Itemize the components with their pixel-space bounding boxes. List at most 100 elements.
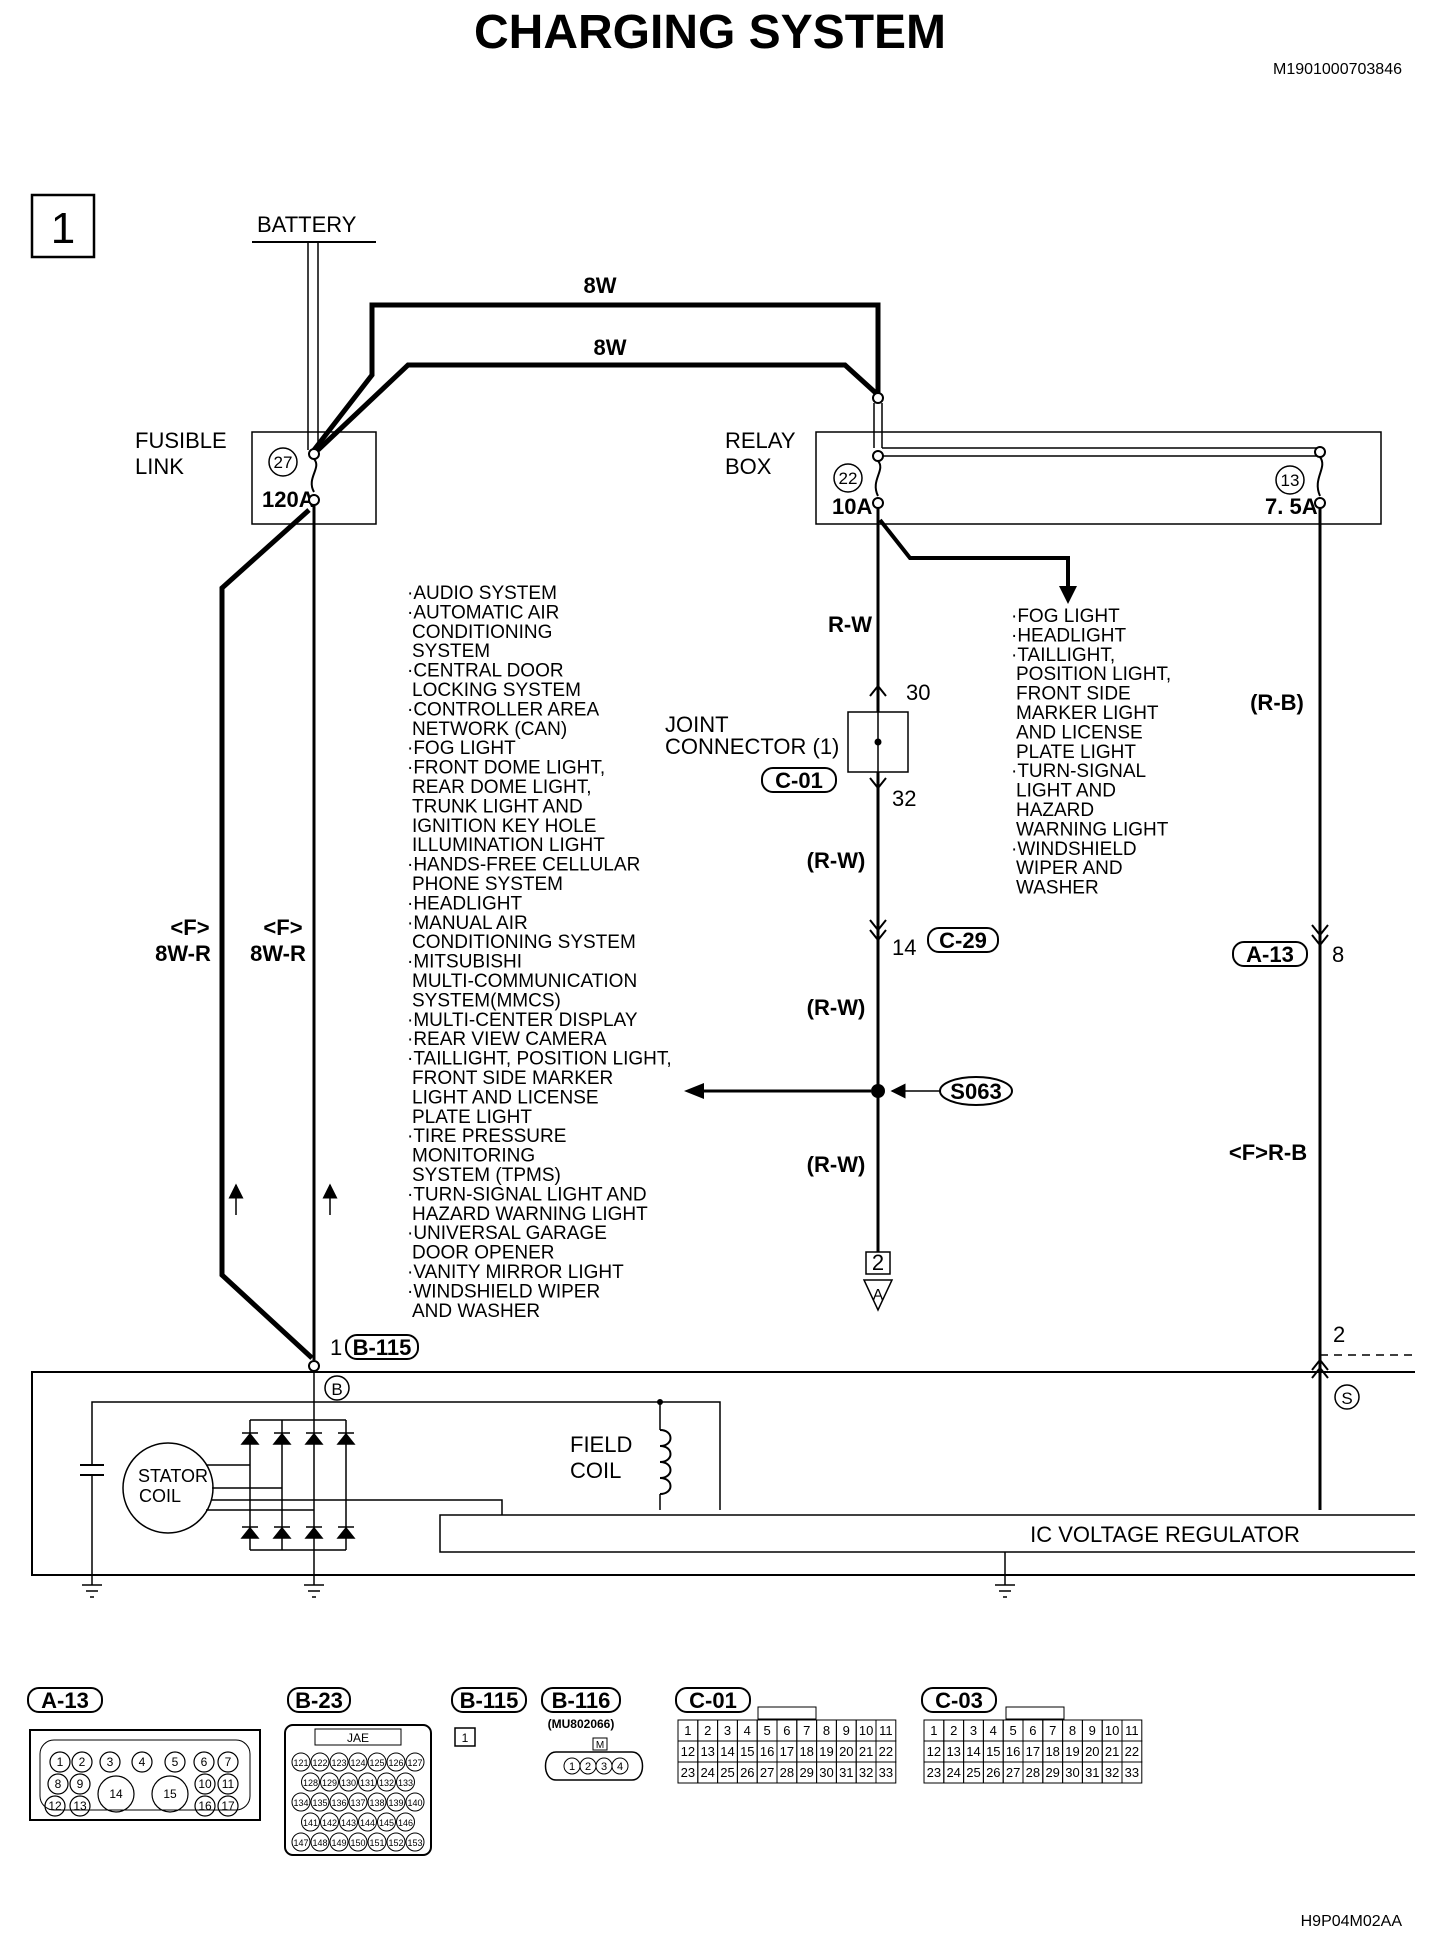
pin-30-label: 30 (906, 680, 930, 705)
fuse-27-number: 27 (274, 453, 293, 472)
pin-number: 8 (1069, 1723, 1076, 1738)
pin-number: 27 (760, 1765, 774, 1780)
pin-number: 124 (350, 1758, 365, 1768)
pin-number: 132 (379, 1778, 394, 1788)
pin-circle (310, 1752, 330, 1772)
connector-b23-face (284, 1724, 432, 1856)
pin-number: 12 (681, 1744, 695, 1759)
connector-b116-key-label: M (596, 1740, 604, 1751)
pin-circle (301, 1772, 320, 1792)
pin-number: 9 (1089, 1723, 1096, 1738)
pin-number: 30 (1065, 1765, 1079, 1780)
pin-circle (358, 1812, 377, 1832)
field-coil (659, 1429, 672, 1495)
pin-number: 8 (823, 1723, 830, 1738)
wire-8w-mid-label: 8W (594, 335, 627, 360)
pin-number: 4 (139, 1755, 146, 1769)
pin-number: 137 (350, 1798, 365, 1808)
alternator-outline (31, 1371, 1415, 1576)
fuse-22-element (874, 460, 882, 497)
pin-number: 5 (1009, 1723, 1016, 1738)
pin-circle (217, 1773, 239, 1795)
left-load-list-item: FRONT SIDE MARKER (412, 1068, 613, 1089)
wire-rw-top-label: R-W (828, 612, 872, 637)
left-load-list-item: ·HEADLIGHT (407, 893, 522, 914)
pin-number: 143 (341, 1818, 356, 1828)
page-number: 1 (51, 204, 75, 253)
pin-number: 13 (946, 1744, 960, 1759)
wire-relay-branch (878, 518, 1070, 588)
pin-circle (310, 1792, 330, 1812)
legend-c03-label: C-03 (935, 1688, 983, 1713)
ground-symbol-1 (82, 1575, 102, 1598)
fuse-13-element (1316, 456, 1324, 497)
connector-c29-tag-label: C-29 (939, 928, 987, 953)
pin-circle (405, 1832, 425, 1852)
relay-box (815, 431, 1382, 525)
pin-number: 6 (783, 1723, 790, 1738)
left-load-list-item: ·FOG LIGHT (407, 738, 516, 759)
left-load-list-item: ·MULTI-CENTER DISPLAY (407, 1010, 638, 1031)
right-load-list-item: ·FOG LIGHT (1011, 606, 1120, 627)
left-load-list-item: ·AUDIO SYSTEM (407, 583, 557, 604)
wire-8wr-label-2: 8W-R (250, 941, 306, 966)
left-load-list-item: PHONE SYSTEM (412, 874, 563, 895)
pin-number: 127 (407, 1758, 422, 1768)
wire-8w-top-label: 8W (584, 273, 617, 298)
connector-b116-part: (MU802066) (548, 1717, 615, 1731)
right-load-list-item: WIPER AND (1016, 858, 1123, 879)
pin-number: 128 (303, 1778, 318, 1788)
wire-rb-paren-label: (R-B) (1250, 690, 1304, 715)
pin-number: 27 (1006, 1765, 1020, 1780)
ic-voltage-regulator-box (439, 1514, 1415, 1553)
pin-circle (329, 1832, 349, 1852)
pin-number: 123 (331, 1758, 346, 1768)
relay-branch-arrow (1059, 586, 1077, 604)
connector-b23-key (314, 1728, 402, 1746)
pin-number: 9 (77, 1777, 84, 1791)
pin-number: 9 (843, 1723, 850, 1738)
pin-2-mark (1311, 1358, 1329, 1379)
pin-circle (69, 1795, 91, 1817)
pin-circle (339, 1772, 358, 1792)
pin-circle (377, 1772, 396, 1792)
pin-number: 142 (322, 1818, 337, 1828)
pin-circle (291, 1832, 311, 1852)
pin-number: 23 (681, 1765, 695, 1780)
left-load-list-item: ILLUMINATION LIGHT (412, 835, 605, 856)
pin-number: 148 (312, 1838, 327, 1848)
wire-8wr-label-1: 8W-R (155, 941, 211, 966)
terminal-s-label: S (1341, 1389, 1352, 1408)
pin-circle (405, 1792, 425, 1812)
left-load-list-item: ·TIRE PRESSURE (407, 1126, 566, 1147)
pin-number: 3 (107, 1755, 114, 1769)
splice-s063-tag (939, 1076, 1013, 1106)
pin-number: 15 (740, 1744, 754, 1759)
pin-number: 14 (720, 1744, 734, 1759)
wire-8wr-left (219, 508, 314, 1360)
left-load-list-item: ·CENTRAL DOOR (407, 661, 564, 682)
pin-circle (97, 1775, 135, 1813)
left-load-list-item: SYSTEM(MMCS) (412, 990, 561, 1011)
pin-number: 4 (744, 1723, 751, 1738)
fuse-22-circle (833, 463, 863, 493)
left-load-list-item: ·TAILLIGHT, POSITION LIGHT, (407, 1049, 672, 1070)
pin-number: 33 (1125, 1765, 1139, 1780)
pin-number: 31 (1085, 1765, 1099, 1780)
pin-number: 33 (879, 1765, 893, 1780)
left-load-list-item: ·HANDS-FREE CELLULAR (407, 855, 640, 876)
fuse-27-terminal-top (308, 448, 320, 460)
page-title: CHARGING SYSTEM (474, 6, 946, 59)
pin-8-label: 8 (1332, 942, 1344, 967)
pin-circle (151, 1775, 189, 1813)
pin-number: 16 (1006, 1744, 1020, 1759)
pin-number: 153 (407, 1838, 422, 1848)
stator-coil-label-2: COIL (139, 1486, 181, 1506)
page-number-box (30, 193, 96, 259)
pin-number: 23 (927, 1765, 941, 1780)
pin-number: 135 (312, 1798, 327, 1808)
legend-a13-tag (27, 1687, 103, 1713)
relay-feed-terminal (872, 392, 884, 404)
